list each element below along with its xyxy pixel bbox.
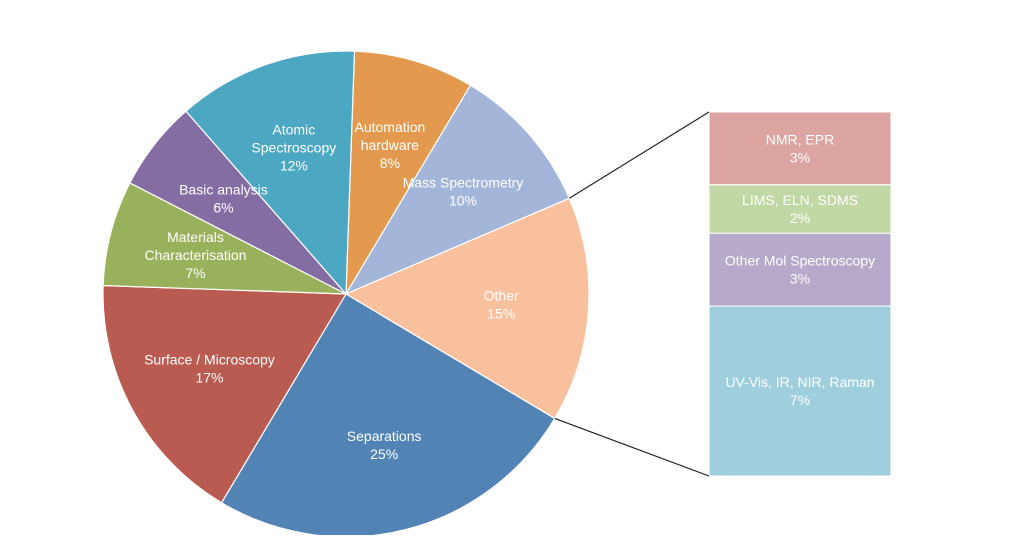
pie-slice-atomic-spectroscopy	[185, 50, 356, 296]
bar-segment-uv-vis-ir-nir-raman	[708, 305, 892, 477]
bar-segment-lims-eln-sdms	[708, 184, 892, 234]
bar-segment-other-mol-spectroscopy	[708, 232, 892, 307]
pie-slice-automation-hardware	[345, 50, 472, 295]
pie	[102, 50, 590, 538]
pie-slice-separations	[220, 293, 556, 538]
pie-slice-surface-microscopy	[102, 284, 348, 504]
connector-line-top	[569, 111, 710, 199]
connector-line-bottom	[554, 417, 710, 477]
pie-slice-mass-spectrometry	[344, 84, 571, 296]
pie-slice-other	[344, 197, 590, 420]
pie-slice-materials-characterisation	[102, 182, 347, 295]
bar-segment-nmr-epr	[708, 111, 892, 186]
